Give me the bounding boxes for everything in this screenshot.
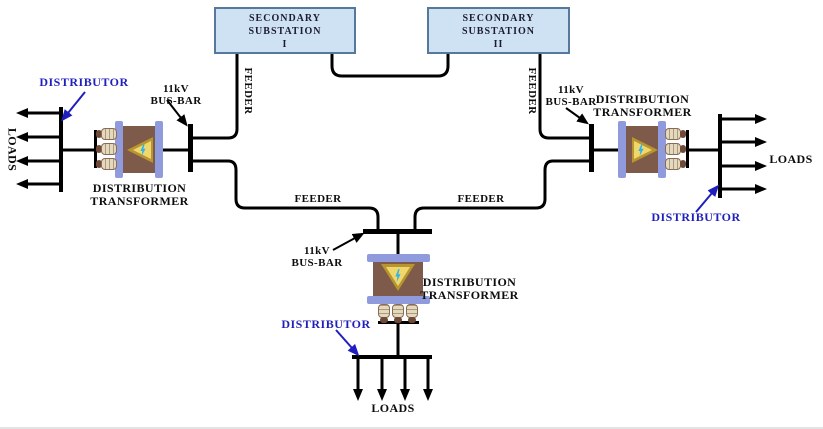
substation-name-line: SUBSTATION <box>248 26 322 37</box>
transformer-label-right: DISTRIBUTION TRANSFORMER <box>593 92 692 119</box>
lightning-bolt-icon <box>395 269 401 282</box>
bushing <box>665 143 686 155</box>
busbar-left <box>188 124 193 172</box>
transformer-winding-bar <box>367 296 430 304</box>
busbar-middle <box>363 229 432 234</box>
loads-label-left: LOADS <box>5 127 20 172</box>
load-arrows-bottom <box>353 359 433 401</box>
bushing <box>96 158 117 170</box>
bushing <box>96 143 117 155</box>
feeder-right-down <box>538 52 592 140</box>
feeder-label-bottom-left: FEEDER <box>294 193 342 205</box>
distributor-right <box>718 114 722 198</box>
busbar-label-middle: 11kV BUS-BAR <box>291 245 343 269</box>
substation-name-line: II <box>493 39 504 50</box>
feeder-bottom-left <box>191 159 380 231</box>
bushing <box>665 158 686 170</box>
substation-link-wire <box>330 52 450 78</box>
busbars <box>188 124 594 234</box>
substation-name-line: SUBSTATION <box>462 26 535 37</box>
distributor-left <box>59 107 63 192</box>
distributor-bars <box>59 107 722 359</box>
transformer-triangle <box>632 137 658 163</box>
substation-name-line: I <box>282 39 288 50</box>
secondary-substation-2-box: SECONDARY SUBSTATION II <box>427 7 570 54</box>
feeder-wires <box>191 52 592 231</box>
transformer-winding-bar <box>618 121 626 178</box>
bushing <box>665 128 686 140</box>
transformer-winding-bar <box>155 121 163 178</box>
feeder-label-bottom-right: FEEDER <box>457 193 505 205</box>
transformer-winding-bar <box>367 254 430 262</box>
transformer-triangle <box>381 264 415 291</box>
substation-name-line: SECONDARY <box>249 13 321 24</box>
busbar-pointer-arrows <box>166 99 589 251</box>
load-arrows-left <box>16 108 59 189</box>
bushing <box>392 304 404 323</box>
distributor-label-middle: DISTRIBUTOR <box>281 317 371 331</box>
transformer-winding-bar <box>658 121 666 178</box>
distributor-pointer-arrows <box>61 91 720 357</box>
busbar-right <box>589 124 594 172</box>
distributor-label-right: DISTRIBUTOR <box>651 210 741 224</box>
load-arrows-right <box>722 114 767 194</box>
busbar-label-left: 11kV BUS-BAR <box>150 83 202 107</box>
distributor-bottom <box>352 355 432 359</box>
feeder-left-down <box>191 52 239 140</box>
substation-name-line: SECONDARY <box>462 13 535 24</box>
secondary-substation-1-box: SECONDARY SUBSTATION I <box>214 7 356 54</box>
transformer-label-middle: DISTRIBUTION TRANSFORMER <box>420 275 519 302</box>
transformer-label-left: DISTRIBUTION TRANSFORMER <box>90 181 189 208</box>
bushing <box>96 128 117 140</box>
transformer-winding-bar <box>115 121 123 178</box>
loads-label-bottom: LOADS <box>371 401 415 415</box>
lightning-bolt-icon <box>140 144 146 156</box>
busbar-label-right: 11kV BUS-BAR <box>545 84 597 108</box>
loads-label-right: LOADS <box>769 152 813 166</box>
feeder-label-left-vertical: FEEDER <box>242 67 254 115</box>
bushing <box>378 304 390 323</box>
connection-wires <box>61 148 719 356</box>
feeder-bottom-right <box>413 159 591 231</box>
distributor-label-left: DISTRIBUTOR <box>39 75 129 89</box>
lightning-bolt-icon <box>638 144 644 156</box>
transformer-triangle <box>127 137 153 163</box>
bushing <box>406 304 418 323</box>
